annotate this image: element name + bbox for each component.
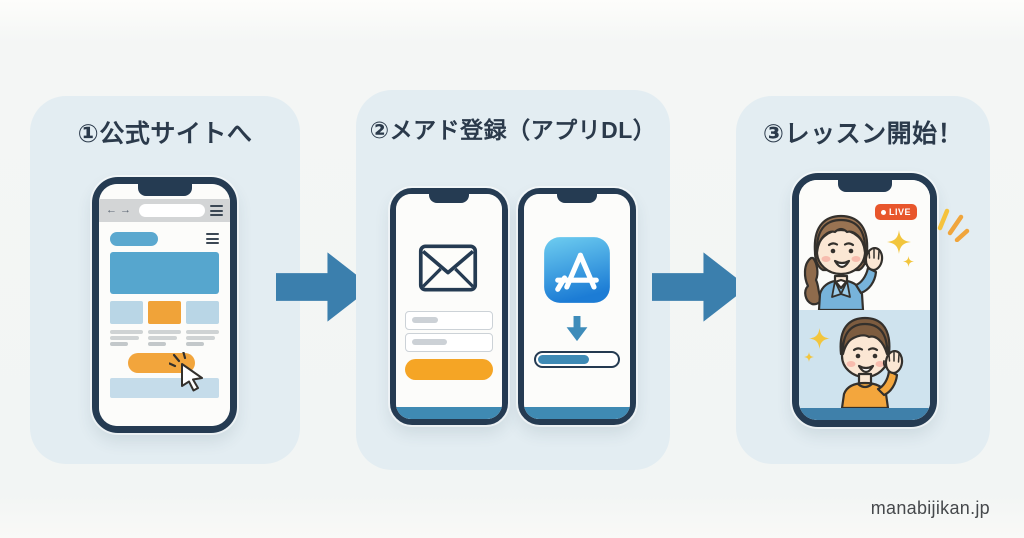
phone-email-registration — [390, 188, 508, 425]
student-avatar — [839, 316, 904, 408]
menu-icon — [210, 203, 223, 219]
phone-bottom-bar — [524, 407, 630, 419]
thumbnail-highlight — [148, 301, 181, 324]
flow-arrow-icon — [652, 252, 749, 322]
browser-bar: ← → — [99, 199, 230, 222]
flow-arrow-icon — [276, 252, 373, 322]
site-header — [110, 231, 219, 246]
emphasis-lines-icon — [937, 208, 970, 242]
step-card-1: ①公式サイトへ ← → — [30, 96, 300, 464]
step-3-title: ③レッスン開始！ — [762, 120, 964, 148]
sparkle-icon — [887, 230, 911, 254]
register-button — [405, 359, 493, 380]
step-card-3: ③レッスン開始！ LIVE — [736, 96, 990, 464]
site-logo — [110, 231, 158, 246]
text-placeholder — [186, 330, 219, 348]
text-placeholder-columns — [110, 330, 219, 348]
cursor-click-icon — [169, 352, 203, 392]
live-dot-icon — [880, 209, 886, 215]
download-arrow-icon — [566, 316, 588, 342]
app-store-icon — [544, 237, 610, 303]
placeholder-text-block — [412, 317, 438, 323]
download-progress-bar — [534, 351, 620, 368]
phone-bottom-bar — [799, 408, 930, 420]
menu-icon — [206, 231, 219, 247]
progress-fill — [538, 355, 589, 364]
forward-arrow-icon: → — [120, 204, 131, 216]
phone-app-download — [518, 188, 636, 425]
phone-screen — [396, 194, 502, 419]
thumbnail-row — [110, 301, 219, 324]
live-badge: LIVE — [874, 204, 917, 220]
phone-screen — [524, 194, 630, 419]
hero-banner — [110, 252, 219, 294]
phone-video-lesson: LIVE — [792, 173, 937, 427]
phone-notch — [837, 180, 892, 192]
step-2-title: ②メアド登録（アプリDL） — [369, 117, 657, 143]
phone-screen: LIVE — [799, 180, 930, 420]
email-field — [405, 311, 493, 330]
envelope-icon — [418, 244, 478, 292]
placeholder-text-block — [412, 339, 447, 345]
sparkle-icon — [809, 328, 830, 349]
phone-notch — [137, 184, 192, 196]
thumbnail — [186, 301, 219, 324]
phone-screen: ← → — [99, 184, 230, 426]
site-watermark: manabijikan.jp — [870, 498, 990, 518]
sparkle-icon — [804, 352, 814, 362]
step-1-title: ①公式サイトへ — [77, 120, 253, 148]
phone-notch — [429, 194, 469, 203]
address-bar — [139, 204, 205, 217]
thumbnail — [110, 301, 143, 324]
live-badge-label: LIVE — [888, 206, 911, 217]
back-arrow-icon: ← — [106, 204, 117, 216]
sparkle-icon — [903, 256, 914, 267]
text-placeholder — [110, 330, 143, 348]
password-field — [405, 333, 493, 352]
step-card-2: ②メアド登録（アプリDL） — [356, 90, 670, 470]
phone-bottom-bar — [396, 407, 502, 419]
text-placeholder — [148, 330, 181, 348]
phone-official-site: ← → — [92, 177, 237, 433]
teacher-avatar — [803, 214, 884, 310]
phone-notch — [557, 194, 597, 203]
cta-button — [128, 353, 195, 373]
